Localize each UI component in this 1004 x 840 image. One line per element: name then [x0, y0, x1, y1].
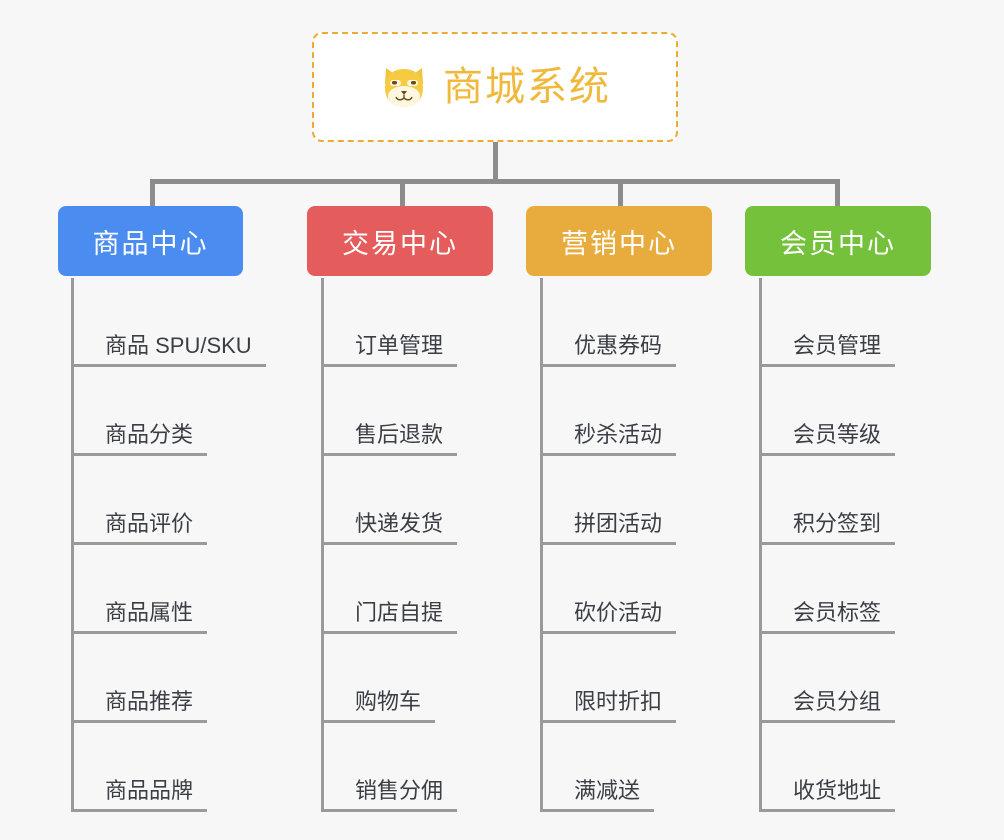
leaf-item[interactable]: 会员管理	[759, 278, 896, 367]
leaf-item[interactable]: 拼团活动	[540, 456, 677, 545]
leaf-item[interactable]: 限时折扣	[540, 634, 677, 723]
leaf-item-label: 满减送	[540, 778, 655, 812]
leaf-item[interactable]: 商品分类	[71, 367, 208, 456]
leaf-item-label: 会员分组	[759, 689, 896, 723]
category-label-1: 商品中心	[92, 228, 209, 259]
leaf-item[interactable]: 售后退款	[321, 367, 458, 456]
leaf-item[interactable]: 商品品牌	[71, 723, 208, 812]
leaf-item[interactable]: 积分签到	[759, 456, 896, 545]
category-label-3: 营销中心	[561, 228, 677, 259]
leaf-item-label: 会员标签	[759, 600, 896, 634]
leaf-item[interactable]: 商品评价	[71, 456, 208, 545]
leaf-item[interactable]: 砍价活动	[540, 545, 677, 634]
leaf-item-label: 商品品牌	[71, 778, 208, 812]
leaf-spine	[71, 278, 74, 812]
leaf-item-label: 商品 SPU/SKU	[71, 333, 266, 367]
leaf-item[interactable]: 秒杀活动	[540, 367, 677, 456]
connector-drop-1	[150, 179, 155, 207]
leaf-item[interactable]: 快递发货	[321, 456, 458, 545]
leaf-item[interactable]: 满减送	[540, 723, 655, 812]
leaf-item-label: 积分签到	[759, 511, 896, 545]
connector-drop-2	[400, 179, 405, 207]
leaf-item[interactable]: 销售分佣	[321, 723, 458, 812]
shiba-dog-icon	[379, 62, 429, 112]
leaf-item-label: 商品推荐	[71, 689, 208, 723]
leaf-item-label: 售后退款	[321, 422, 458, 456]
connector-drop-3	[618, 179, 623, 207]
leaf-item-label: 限时折扣	[540, 689, 677, 723]
root-title: 商城系统	[443, 65, 611, 109]
connector-root-stem	[493, 142, 498, 182]
leaf-item[interactable]: 优惠券码	[540, 278, 677, 367]
leaf-item-label: 快递发货	[321, 511, 458, 545]
root-node[interactable]: 商城系统	[312, 32, 678, 142]
leaf-item-label: 拼团活动	[540, 511, 677, 545]
leaf-item-label: 优惠券码	[540, 333, 677, 367]
connector-horizontal-bus	[150, 179, 840, 184]
leaf-item-label: 门店自提	[321, 600, 458, 634]
leaf-item[interactable]: 商品属性	[71, 545, 208, 634]
leaf-item-label: 会员等级	[759, 422, 896, 456]
connector-drop-4	[835, 179, 840, 207]
leaf-item-label: 商品评价	[71, 511, 208, 545]
leaf-item-label: 购物车	[321, 689, 436, 723]
leaf-item-label: 商品分类	[71, 422, 208, 456]
leaf-item[interactable]: 收货地址	[759, 723, 896, 812]
leaf-item[interactable]: 订单管理	[321, 278, 458, 367]
leaf-item[interactable]: 会员标签	[759, 545, 896, 634]
leaf-item[interactable]: 会员分组	[759, 634, 896, 723]
leaf-item-label: 销售分佣	[321, 778, 458, 812]
leaf-spine	[540, 278, 543, 812]
leaf-item[interactable]: 商品推荐	[71, 634, 208, 723]
category-box-4[interactable]: 会员中心	[745, 206, 931, 276]
category-box-3[interactable]: 营销中心	[526, 206, 712, 276]
leaf-item[interactable]: 购物车	[321, 634, 436, 723]
leaf-item-label: 砍价活动	[540, 600, 677, 634]
category-label-2: 交易中心	[342, 228, 458, 259]
leaf-item-label: 收货地址	[759, 778, 896, 812]
category-box-2[interactable]: 交易中心	[307, 206, 493, 276]
leaf-spine	[321, 278, 324, 812]
category-label-4: 会员中心	[780, 228, 896, 259]
leaf-item-label: 会员管理	[759, 333, 896, 367]
leaf-item-label: 秒杀活动	[540, 422, 677, 456]
leaf-item-label: 商品属性	[71, 600, 208, 634]
leaf-item[interactable]: 商品 SPU/SKU	[71, 278, 266, 367]
leaf-item-label: 订单管理	[321, 333, 458, 367]
category-box-1[interactable]: 商品中心	[58, 206, 243, 276]
leaf-item[interactable]: 门店自提	[321, 545, 458, 634]
leaf-spine	[759, 278, 762, 812]
leaf-item[interactable]: 会员等级	[759, 367, 896, 456]
